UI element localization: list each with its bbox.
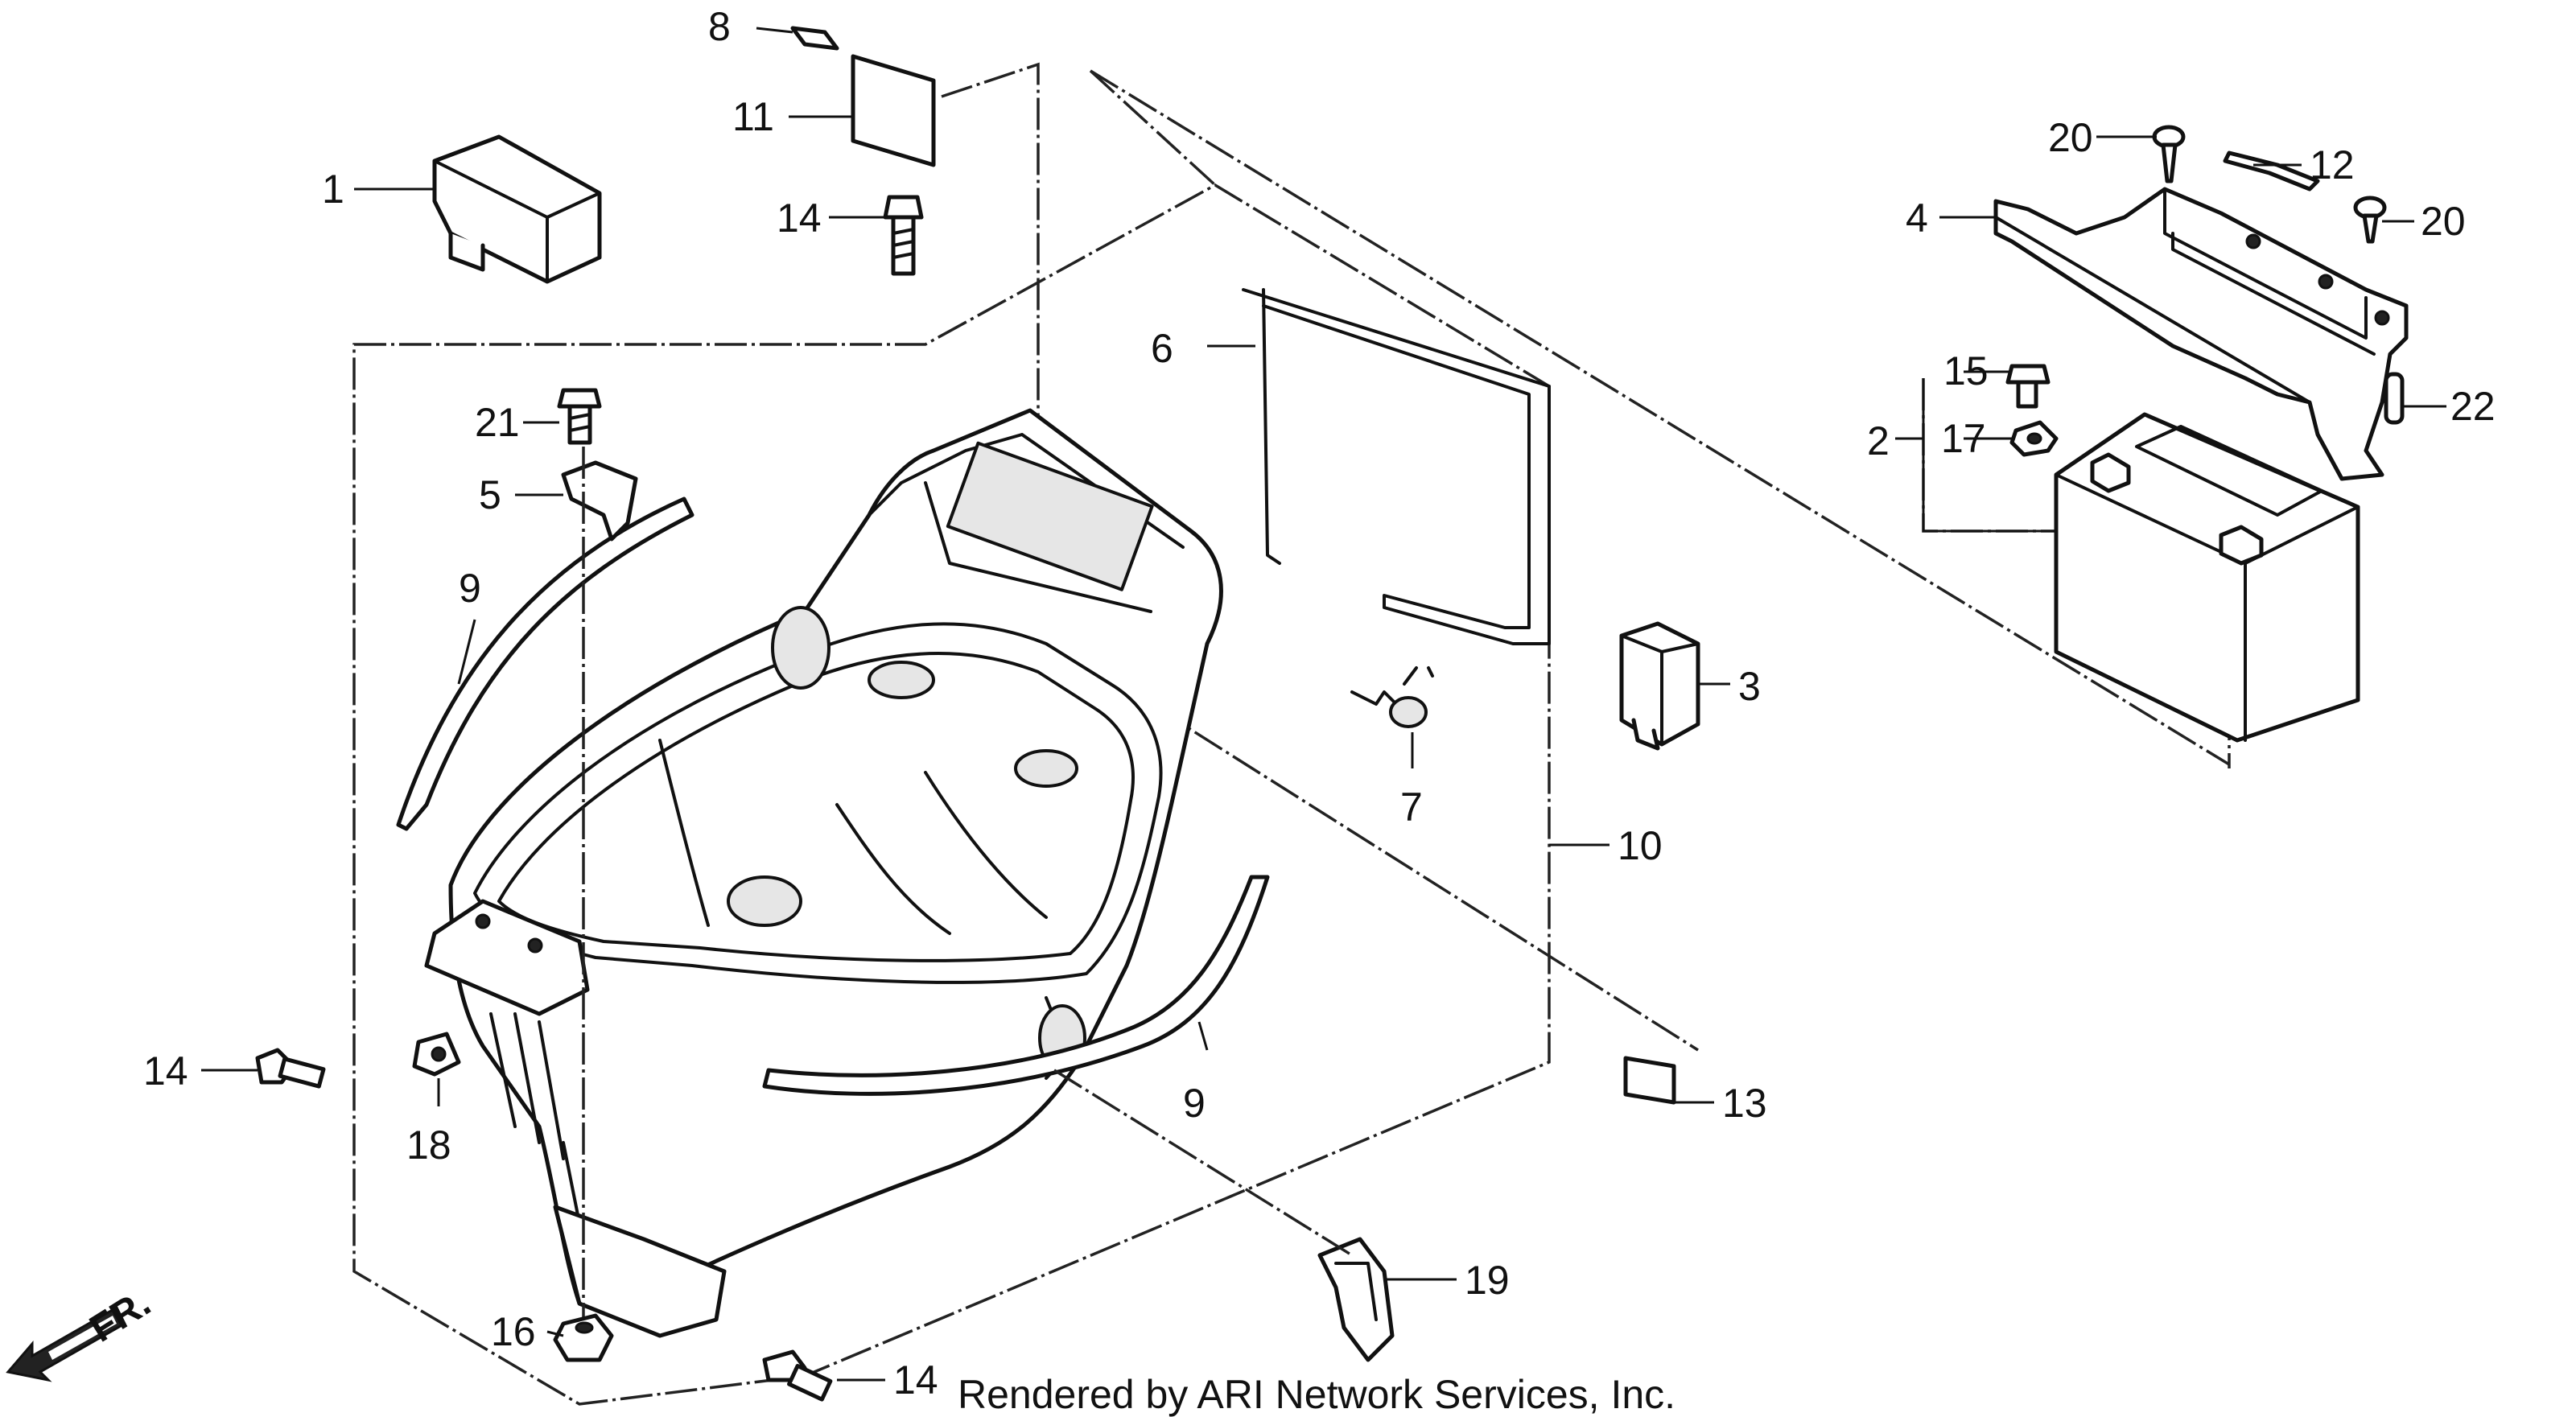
callout-5: 5 bbox=[479, 472, 501, 517]
callout-14-top: 14 bbox=[777, 196, 822, 241]
clamp-part-19 bbox=[1317, 1237, 1395, 1362]
fuse-part-22 bbox=[2384, 372, 2405, 425]
relay-part-3 bbox=[1619, 621, 1700, 751]
bolt-part-21 bbox=[557, 388, 602, 445]
nut-part-17 bbox=[2009, 420, 2059, 457]
callout-21: 21 bbox=[475, 400, 520, 445]
callout-17: 17 bbox=[1941, 416, 1986, 461]
spring-part-7 bbox=[1350, 666, 1434, 728]
callout-12: 12 bbox=[2310, 142, 2355, 187]
callout-20-lower: 20 bbox=[2421, 199, 2466, 244]
callout-2: 2 bbox=[1867, 418, 1890, 463]
callout-3: 3 bbox=[1738, 664, 1761, 709]
seal-strip-right-part-9 bbox=[762, 875, 1270, 1096]
render-credit: Rendered by ARI Network Services, Inc. bbox=[958, 1372, 1675, 1417]
callout-19: 19 bbox=[1465, 1258, 1510, 1303]
nut-part-16 bbox=[553, 1313, 614, 1362]
callout-15: 15 bbox=[1943, 348, 1989, 393]
callout-22: 22 bbox=[2450, 384, 2496, 429]
alignment-line-box-19 bbox=[1053, 1069, 1353, 1257]
callout-14-bottom: 14 bbox=[893, 1357, 938, 1403]
callout-13: 13 bbox=[1722, 1081, 1767, 1126]
callout-10: 10 bbox=[1618, 823, 1663, 868]
callout-7: 7 bbox=[1400, 785, 1423, 830]
callout-1: 1 bbox=[322, 167, 344, 212]
front-direction-arrow-icon bbox=[6, 1305, 126, 1382]
tag-part-8 bbox=[790, 26, 839, 51]
callout-14-left: 14 bbox=[143, 1048, 188, 1094]
bolt-part-14-left bbox=[255, 1048, 326, 1089]
gasket-part-6 bbox=[1242, 288, 1551, 645]
plate-part-13 bbox=[1623, 1056, 1676, 1105]
callout-labels: 1 2 3 4 5 6 7 8 9 9 10 11 12 13 14 14 14… bbox=[143, 4, 2496, 1403]
battery-bracket-part-4 bbox=[1993, 187, 2409, 481]
group-outline-luggage-box bbox=[352, 183, 1551, 1406]
strap-part-12 bbox=[2223, 150, 2320, 192]
clip-part-5 bbox=[561, 460, 638, 542]
clip-part-18 bbox=[412, 1032, 461, 1077]
screw-part-20-upper bbox=[2152, 125, 2186, 183]
battery-part-2 bbox=[2054, 412, 2360, 743]
label-plate-part-11 bbox=[851, 54, 936, 167]
luggage-box-part-10 bbox=[424, 408, 1223, 1338]
screw-part-20-lower bbox=[2353, 196, 2387, 244]
callout-11: 11 bbox=[732, 94, 774, 139]
callout-20-upper: 20 bbox=[2048, 115, 2093, 160]
bolt-part-15 bbox=[2005, 364, 2050, 409]
callout-9-right: 9 bbox=[1183, 1081, 1206, 1126]
seal-strip-left-part-9 bbox=[396, 496, 694, 831]
bolt-part-14-top bbox=[883, 195, 924, 276]
leader-lines bbox=[201, 27, 2446, 1382]
callout-6: 6 bbox=[1151, 326, 1173, 371]
callout-8: 8 bbox=[708, 4, 731, 49]
callout-4: 4 bbox=[1906, 196, 1928, 241]
bolt-part-14-bottom bbox=[762, 1349, 833, 1402]
callout-16: 16 bbox=[491, 1309, 536, 1354]
callout-9-left: 9 bbox=[459, 566, 481, 611]
cover-block-part-1 bbox=[432, 134, 602, 284]
callout-18: 18 bbox=[406, 1122, 451, 1168]
